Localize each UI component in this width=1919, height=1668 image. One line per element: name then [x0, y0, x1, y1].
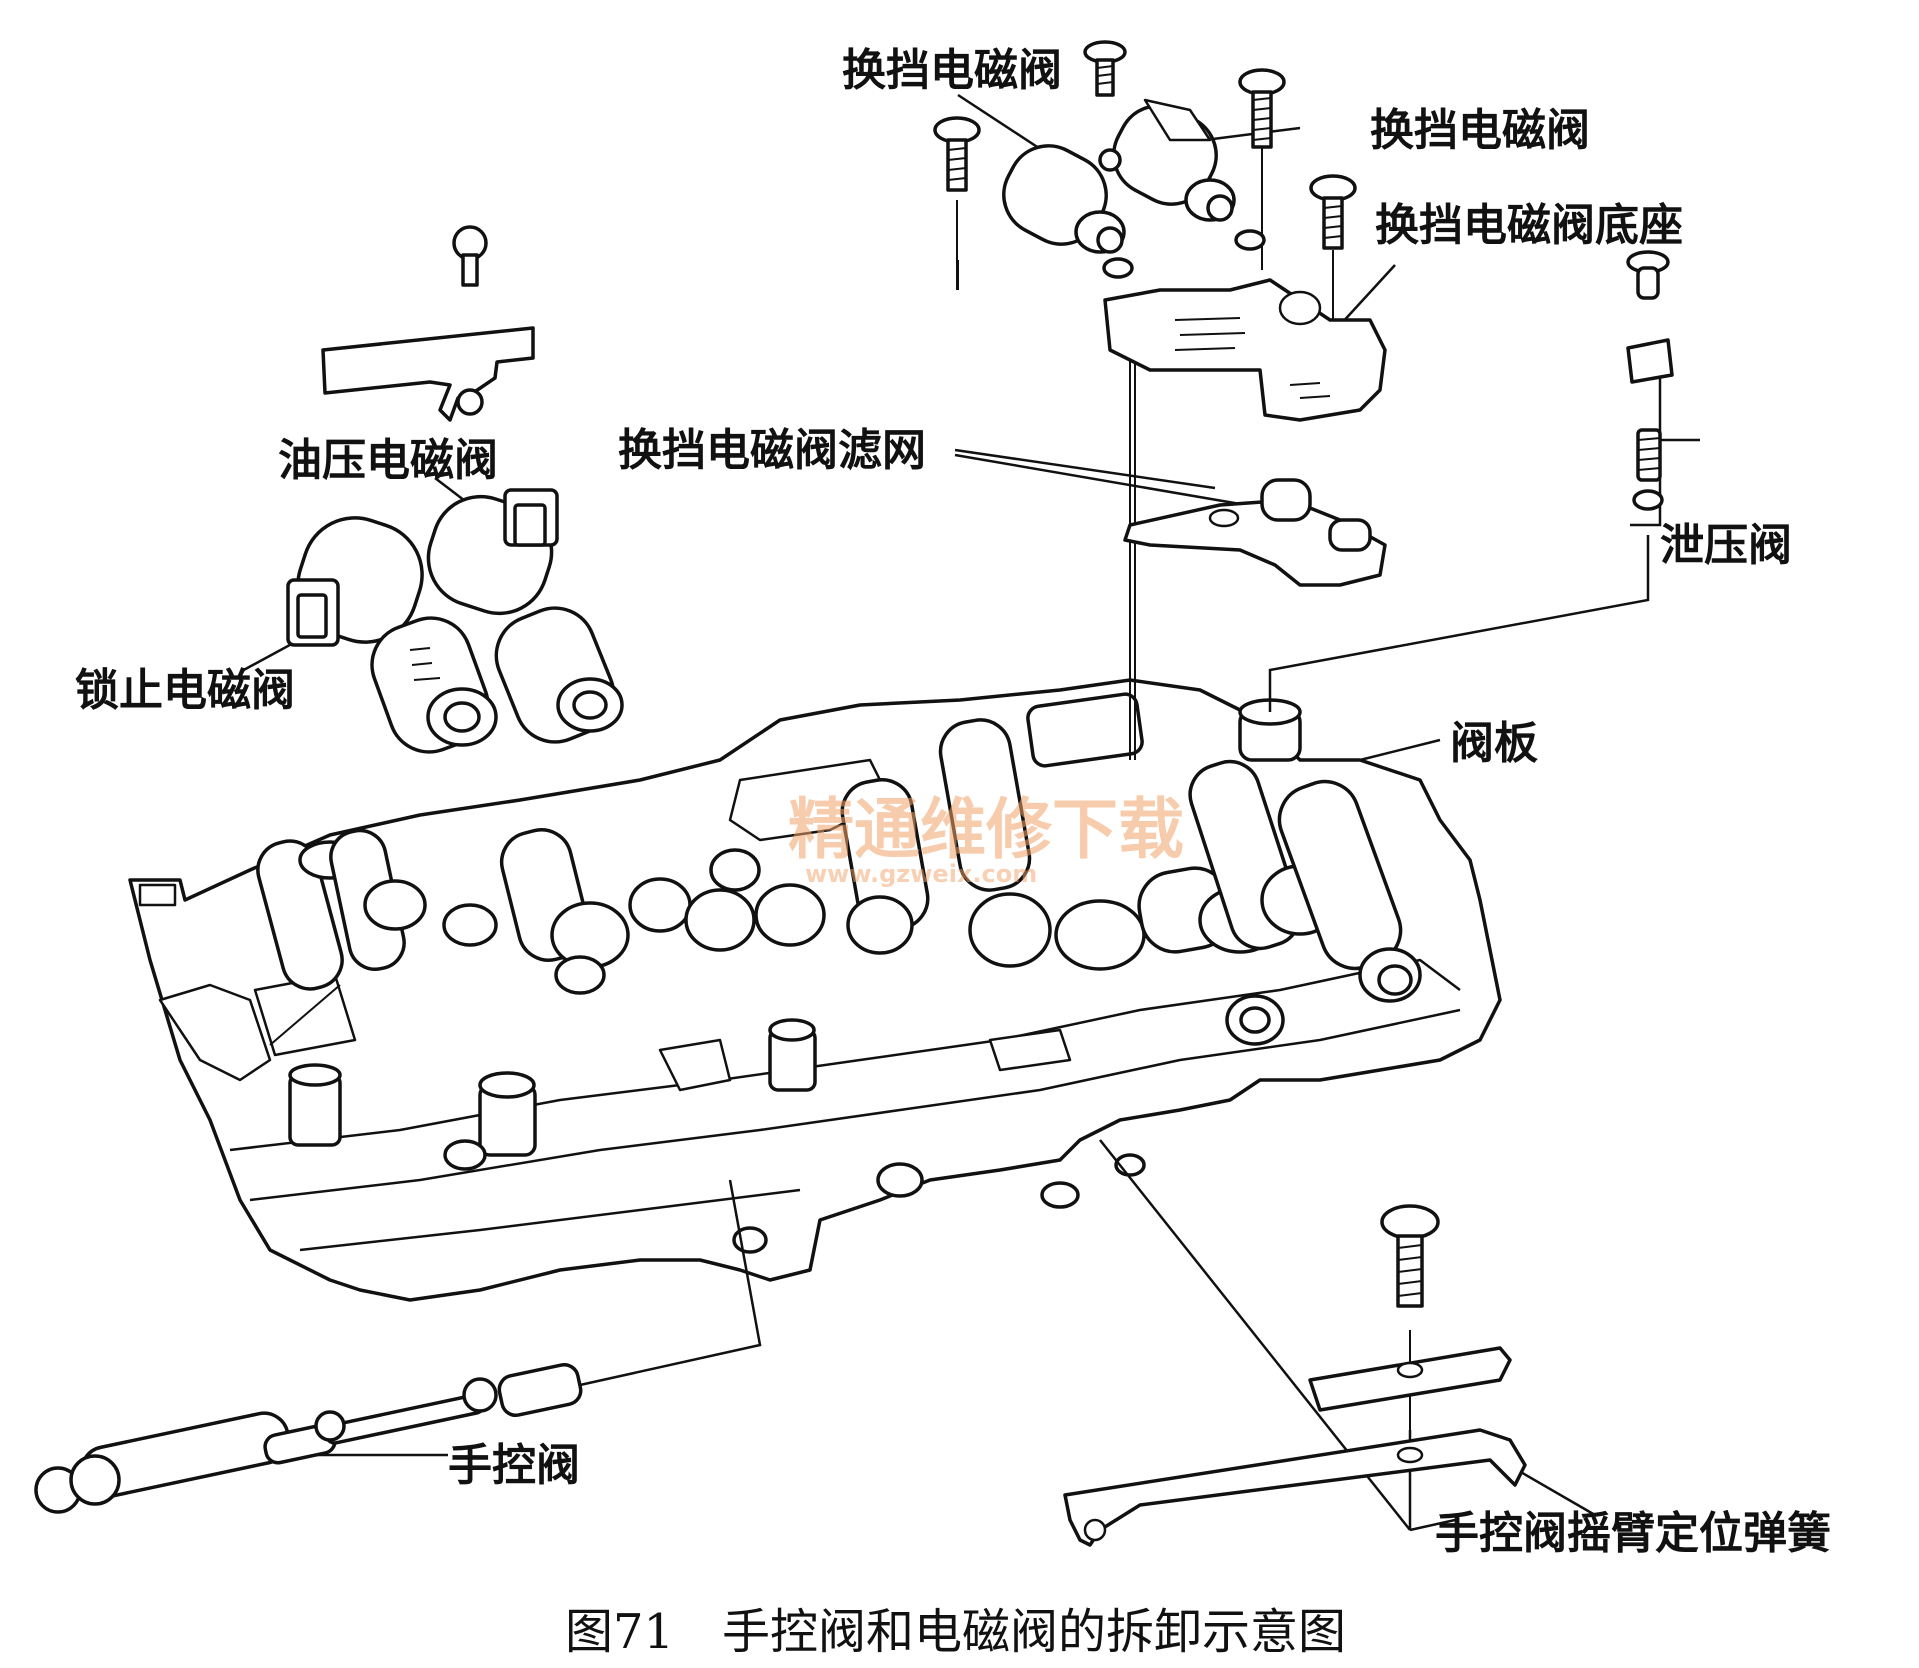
- shift-solenoid-filter: [1123, 478, 1387, 587]
- figure-caption: 手控阀和电磁阀的拆卸示意图: [722, 1604, 1346, 1660]
- label-manual-valve-detent-spring: 手控阀摇臂定位弹簧: [1435, 1508, 1831, 1559]
- screw-icon: [1083, 40, 1127, 97]
- label-manual-valve: 手控阀: [448, 1440, 580, 1491]
- label-valve-body: 阀板: [1450, 718, 1538, 769]
- screw-icon: [1380, 1204, 1440, 1308]
- oil-pressure-solenoid-assembly: [286, 326, 624, 754]
- label-oil-pressure-solenoid: 油压电磁阀: [278, 435, 498, 486]
- screws: [452, 40, 1440, 1308]
- valve-body: [128, 678, 1502, 1302]
- label-relief-valve: 泄压阀: [1660, 520, 1792, 571]
- shift-solenoids: [1002, 98, 1266, 279]
- screw-icon: [933, 116, 981, 290]
- label-shift-solenoid-2: 换挡电磁阀: [1370, 105, 1590, 156]
- screw-icon: [1238, 68, 1286, 270]
- label-shift-solenoid-filter: 换挡电磁阀滤网: [618, 425, 926, 476]
- screw-icon: [1309, 174, 1357, 335]
- relief-valve: [1626, 250, 1674, 511]
- watermark-text: 精通维修下载: [788, 791, 1184, 868]
- label-shift-solenoid-1: 换挡电磁阀: [842, 45, 1062, 96]
- label-lockup-solenoid: 锁止电磁阀: [75, 665, 295, 716]
- bolt-icon: [452, 225, 488, 287]
- watermark-url: www.gzweix.com: [805, 860, 1037, 888]
- shift-solenoid-base: [1103, 278, 1387, 422]
- manual-valve: [34, 1362, 583, 1514]
- label-shift-solenoid-base: 换挡电磁阀底座: [1375, 200, 1683, 251]
- figure-number: 图71: [565, 1604, 674, 1660]
- manual-valve-detent-spring: [1063, 1346, 1527, 1547]
